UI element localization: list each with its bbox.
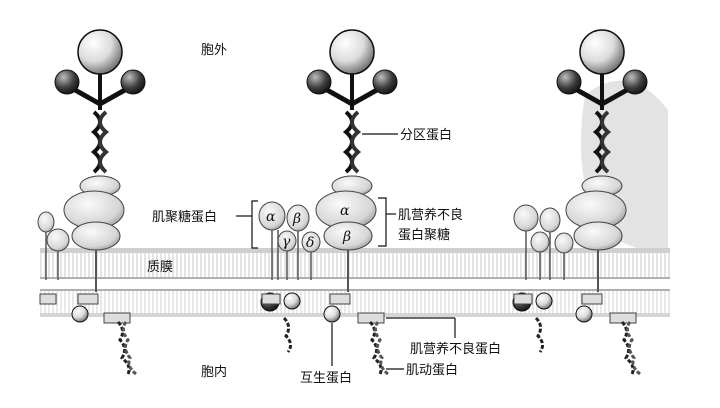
subunit-gamma-sarcoglycan: γ [282,234,291,250]
syntrophin-sphere-b [284,293,300,309]
label-extracellular: 胞外 [201,43,227,58]
subunit-alpha-dystroglycan: α [340,203,350,219]
label-intracellular: 胞内 [201,364,227,380]
label-dystroglycan-complex-1: 肌营养不良 [398,207,463,223]
label-dystrophin: 肌营养不良蛋白 [410,341,501,357]
dystrophin-complex-left [38,30,145,374]
laminin-right-sphere [373,70,397,94]
laminin-left-sphere [307,70,331,94]
syntrophin-sphere-c [324,306,340,322]
subunit-delta-sarcoglycan: δ [306,235,314,251]
subunit-beta-sarcoglycan: β [292,211,301,227]
label-syntrophin: 互生蛋白 [300,370,352,386]
label-sarcoglycan: 肌聚糖蛋白 [152,209,217,225]
subunit-alpha-sarcoglycan: α [266,209,276,225]
label-actin: 肌动蛋白 [406,362,458,378]
actin-filament-left [284,318,291,352]
subunit-beta-dystroglycan: β [342,229,351,245]
label-dystroglycan: 分区蛋白 [400,127,452,143]
label-membrane: 质膜 [147,260,173,275]
actin-filament [370,322,388,374]
membrane-lower [40,290,670,317]
laminin-top-sphere [330,30,374,74]
dystrophin-complex-center [259,30,397,374]
membrane-upper [40,248,670,278]
label-dystroglycan-complex-2: 蛋白聚糖 [398,227,450,243]
laminin-helix [346,112,358,172]
